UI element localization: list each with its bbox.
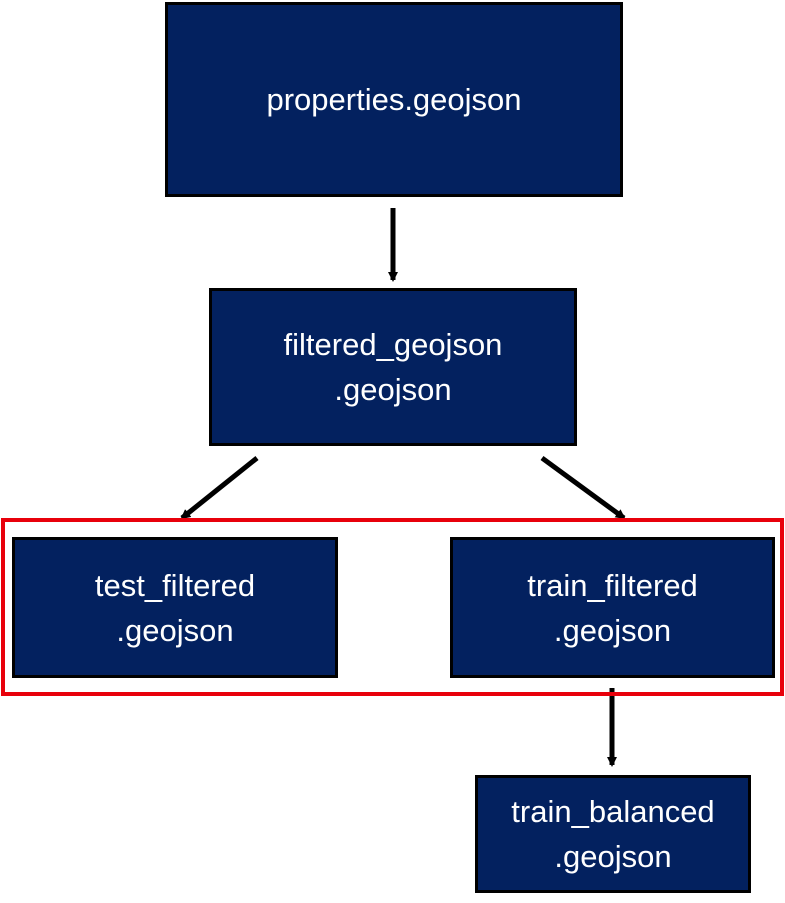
node-label-line1: test_filtered (94, 567, 256, 603)
node-label-line2: .geojson (334, 372, 452, 407)
node-label: properties.geojson (266, 82, 522, 117)
node-label-line2: .geojson (554, 839, 672, 874)
node-label-line2: .geojson (116, 612, 234, 648)
node-train-balanced: train_balanced .geojson (475, 775, 751, 893)
node-label-line1: filtered_geojson (283, 327, 503, 362)
node-filtered-geojson: filtered_geojson .geojson (209, 288, 577, 446)
edge-filtered-to-test (180, 456, 259, 520)
node-train-filtered: train_filtered .geojson (450, 537, 775, 678)
node-label-line1: train_filtered (527, 567, 698, 603)
node-label-line2: .geojson (553, 612, 672, 648)
node-properties-geojson: properties.geojson (165, 2, 623, 197)
node-label-line1: train_balanced (511, 794, 715, 829)
node-test-filtered: test_filtered .geojson (12, 537, 338, 678)
edge-filtered-to-train (540, 455, 626, 521)
